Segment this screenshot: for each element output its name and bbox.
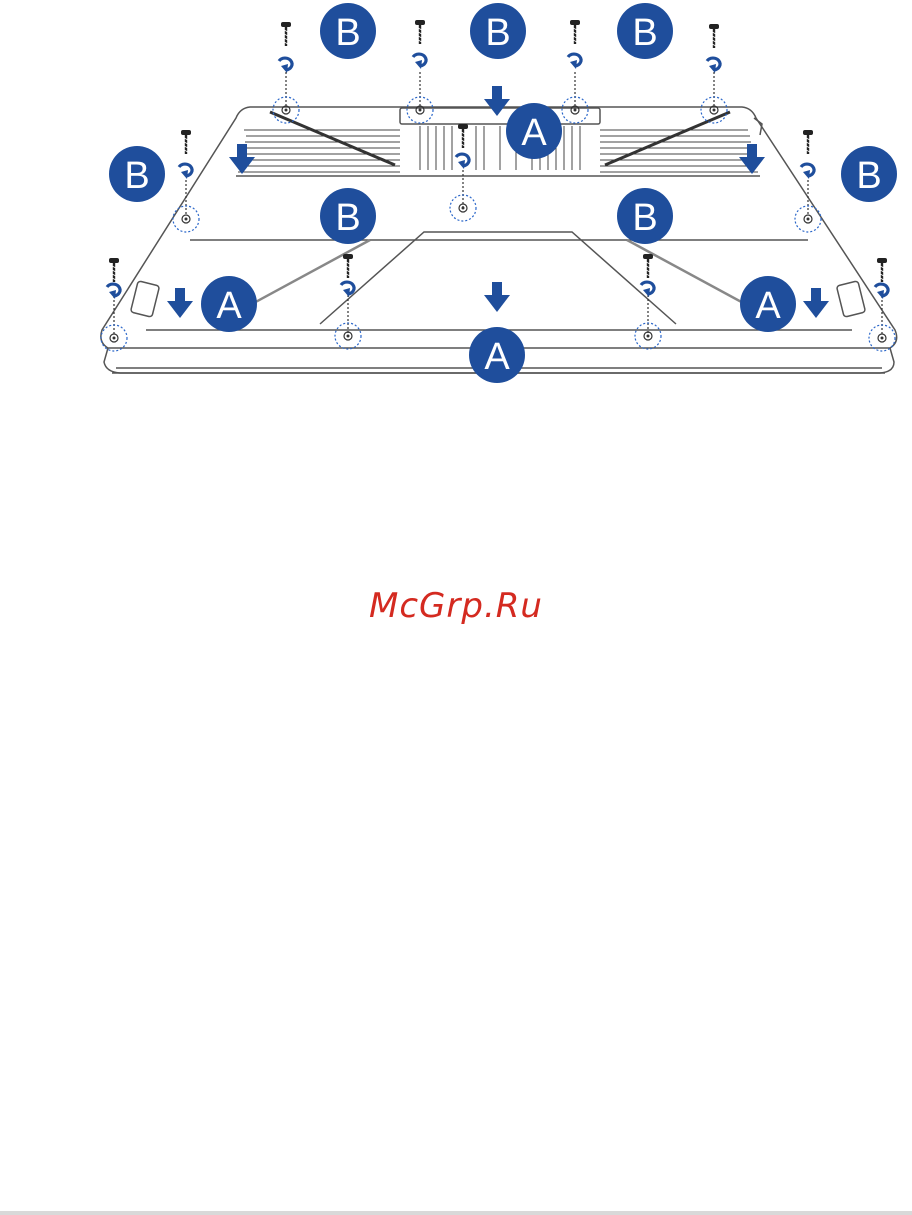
svg-text:B: B (632, 12, 657, 54)
screw-hole-icon (635, 323, 661, 349)
callout-b: B (109, 146, 165, 202)
arrow-down-icon (484, 282, 510, 312)
screw-icon (343, 254, 353, 278)
callout-b: B (470, 3, 526, 59)
svg-text:A: A (216, 285, 242, 327)
svg-text:A: A (484, 336, 510, 378)
svg-text:A: A (521, 112, 547, 154)
arrow-down-icon (484, 86, 510, 116)
arrow-group (167, 86, 829, 318)
screw-icon (109, 258, 119, 282)
callout-b: B (320, 188, 376, 244)
rotate-icon (568, 54, 581, 69)
rotate-icon (107, 284, 120, 299)
callout-b: B (617, 3, 673, 59)
callout-b: B (617, 188, 673, 244)
rotate-icon (279, 58, 292, 73)
rotate-icon (179, 164, 192, 179)
screw-icon (181, 130, 191, 154)
svg-text:B: B (632, 197, 657, 239)
screw-icon (877, 258, 887, 282)
screw-icon (458, 124, 468, 148)
callout-a: A (469, 327, 525, 383)
callout-a-group: A A A A (201, 103, 796, 383)
svg-text:B: B (335, 12, 360, 54)
screw-icon (803, 130, 813, 154)
arrow-down-icon (803, 288, 829, 318)
svg-text:B: B (124, 155, 149, 197)
rotate-icon (875, 284, 888, 299)
screw-icon (570, 20, 580, 44)
rotate-icon (707, 58, 720, 73)
screw-icon (709, 24, 719, 48)
rotate-icon (456, 154, 469, 169)
laptop-bottom-cover-diagram: B B B B B B B A A A A (0, 0, 912, 400)
callout-b: B (320, 3, 376, 59)
svg-text:B: B (856, 155, 881, 197)
callout-b: B (841, 146, 897, 202)
rotate-icon (801, 164, 814, 179)
vent-grille (238, 112, 758, 172)
svg-text:A: A (755, 285, 781, 327)
callout-a: A (740, 276, 796, 332)
callout-a: A (201, 276, 257, 332)
screw-icon (643, 254, 653, 278)
svg-text:B: B (335, 197, 360, 239)
arrow-down-icon (167, 288, 193, 318)
rotate-icon (413, 54, 426, 69)
screw-icon (281, 22, 291, 46)
callout-a: A (506, 103, 562, 159)
page-bottom-rule (0, 1211, 912, 1215)
screw-icon (415, 20, 425, 44)
screw-hole-icon (335, 323, 361, 349)
watermark-text: McGrp.Ru (0, 586, 912, 626)
svg-text:B: B (485, 12, 510, 54)
